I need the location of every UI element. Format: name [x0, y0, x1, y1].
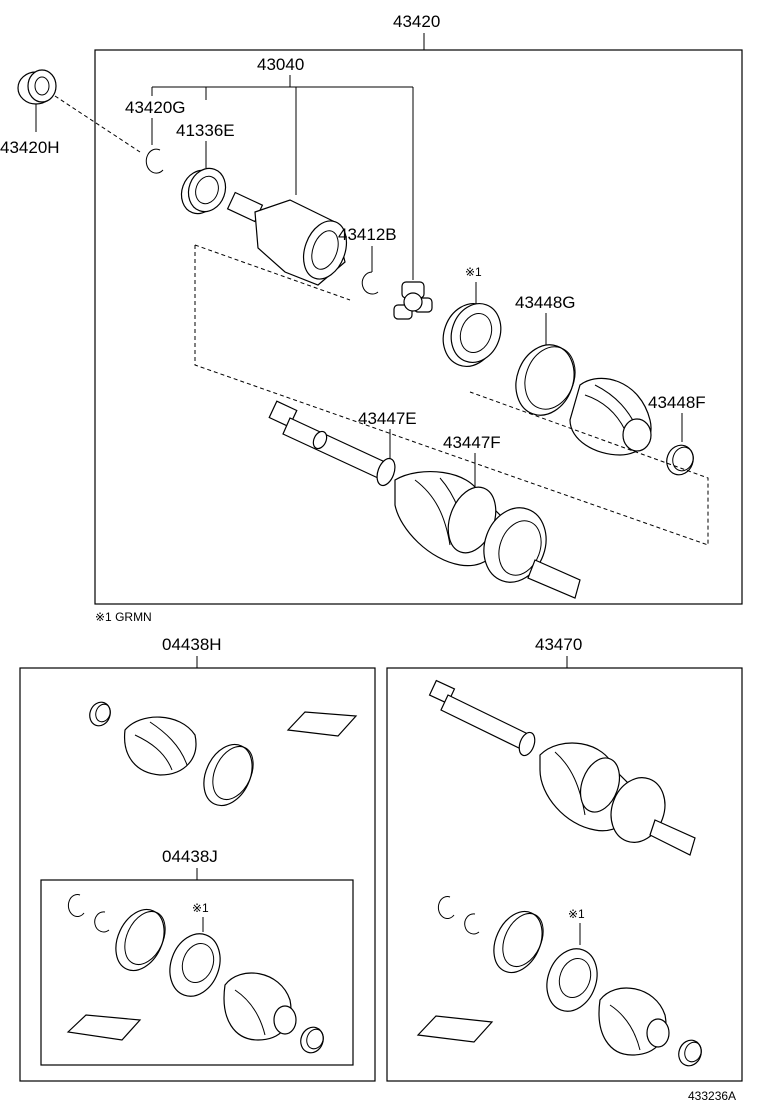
- label-43470: 43470: [535, 635, 582, 654]
- note-mark-shaft-kit: ※1: [568, 907, 585, 921]
- label-04438J: 04438J: [162, 847, 218, 866]
- label-43420H: 43420H: [0, 138, 60, 157]
- kit-a-boot: [123, 716, 197, 776]
- shaft-kit-cage: [546, 948, 598, 1012]
- assembly-frame-43420: [94, 49, 743, 605]
- part-43420H-ring: [17, 69, 57, 105]
- kit-a-large-clamp: [203, 743, 254, 807]
- label-43447F: 43447F: [443, 433, 501, 452]
- dashed-guide-box: [194, 245, 709, 546]
- footnote: ※1 GRMN: [95, 610, 152, 624]
- kit-b-snap-ring-1: [67, 894, 85, 917]
- part-43040-tripod: [393, 281, 433, 320]
- part-outer-boot-cv-joint: [394, 470, 581, 599]
- kit-b-grease-packet: [66, 1014, 142, 1041]
- part-43448G-clamp: [515, 344, 576, 416]
- kit-frame-43470: [386, 667, 743, 1082]
- shaft-kit-large-clamp: [493, 910, 544, 974]
- kit-b-boot: [223, 972, 297, 1041]
- kit-frame-04438J: [40, 879, 354, 1066]
- shaft-kit-grease-packet: [416, 1015, 494, 1043]
- shaft-kit-drive-shaft: [428, 679, 696, 856]
- shaft-kit-small-clamp: [678, 1039, 702, 1067]
- label-43448G: 43448G: [515, 293, 576, 312]
- part-43447E-clamp: [376, 457, 396, 487]
- kit-b-large-clamp: [115, 908, 166, 972]
- shaft-kit-snap-ring-2: [464, 913, 480, 935]
- part-43412B-snap-ring: [361, 271, 379, 295]
- kit-frame-04438H: [19, 667, 376, 1082]
- label-43447E: 43447E: [358, 409, 417, 428]
- label-43040: 43040: [257, 55, 304, 74]
- label-41336E: 41336E: [176, 121, 235, 140]
- shaft-kit-snap-ring-1: [437, 896, 455, 919]
- label-43420: 43420: [393, 12, 440, 31]
- kit-a-grease-packet: [286, 711, 358, 737]
- kit-a-small-clamp: [89, 701, 111, 727]
- label-43448F: 43448F: [648, 393, 706, 412]
- dashed-ref-43420H: [54, 95, 141, 153]
- figure-id: 433236A: [688, 1089, 736, 1103]
- part-41336E-seal: [180, 167, 227, 215]
- part-43448F-clamp: [666, 444, 694, 476]
- part-inner-boot: [569, 377, 652, 456]
- kit-b-small-clamp: [300, 1026, 324, 1054]
- label-43420G: 43420G: [125, 98, 186, 117]
- part-43420G-snap-ring: [145, 148, 164, 174]
- kit-b-cage: [169, 933, 221, 997]
- part-43040-joint-housing: [226, 191, 348, 286]
- kit-b-snap-ring-2: [94, 911, 110, 933]
- part-note-1-cage: [442, 303, 502, 367]
- label-43412B: 43412B: [338, 225, 397, 244]
- shaft-kit-boot: [598, 987, 670, 1056]
- note-mark-top: ※1: [465, 265, 482, 279]
- label-04438H: 04438H: [162, 635, 222, 654]
- note-mark-kit-b: ※1: [192, 901, 209, 915]
